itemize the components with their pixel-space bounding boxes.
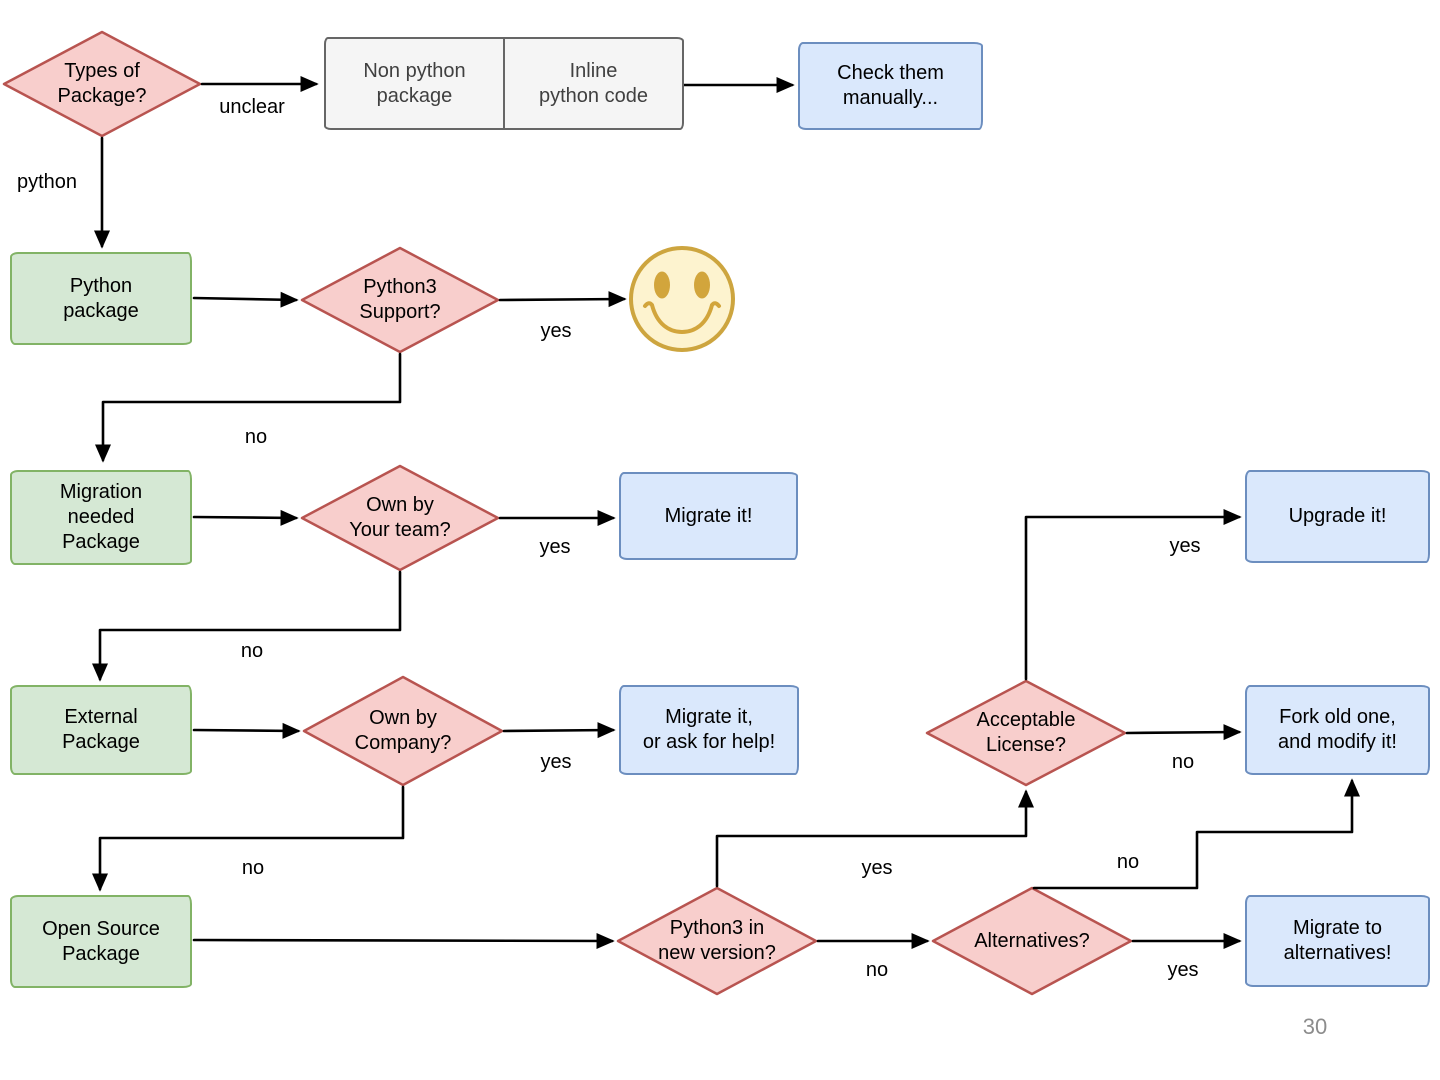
decision-python3-support <box>300 246 500 354</box>
edge-py3new-yes-arrow <box>715 789 1035 888</box>
smiley-face-icon <box>629 246 735 352</box>
edge-label-license-yes: yes <box>1169 535 1201 557</box>
node-external-package-label: External Package <box>62 706 140 753</box>
node-migrate-to-alternatives: Migrate to alternatives! <box>1245 895 1430 987</box>
edge-alternatives-no-arrow <box>1032 778 1361 890</box>
edge-label-support-yes: yes <box>540 320 572 342</box>
node-external-package: External Package <box>10 685 192 775</box>
edge-label-python: python <box>16 171 78 193</box>
decision-own-by-company <box>302 675 504 787</box>
decision-alternatives <box>931 886 1133 996</box>
node-check-them-manually-label: Check them manually... <box>837 62 944 109</box>
node-inline-python-code-label: Inline python code <box>539 59 648 107</box>
node-package-type-group: Non python package Inline python code <box>324 37 684 130</box>
node-open-source-package: Open Source Package <box>10 895 192 988</box>
node-fork-old-one: Fork old one, and modify it! <box>1245 685 1430 775</box>
node-migrate-or-ask-for-help-label: Migrate it, or ask for help! <box>642 706 776 753</box>
edge-license-no-arrow <box>1125 724 1242 741</box>
node-non-python-package-label: Non python package <box>363 59 466 107</box>
node-migrate-it: Migrate it! <box>619 472 798 560</box>
decision-python3-in-new-version <box>616 886 818 996</box>
decision-acceptable-license <box>925 679 1127 787</box>
node-python-package: Python package <box>10 252 192 345</box>
edge-migration-to-ownteam-arrow <box>192 509 299 526</box>
node-migration-needed-package-label: Migration needed Package <box>59 481 143 553</box>
node-upgrade-it: Upgrade it! <box>1245 470 1430 563</box>
node-check-them-manually: Check them manually... <box>798 42 983 130</box>
edge-support-no-arrow <box>94 352 402 463</box>
edge-owncompany-yes-arrow <box>502 722 616 739</box>
node-migrate-or-ask-for-help: Migrate it, or ask for help! <box>619 685 799 775</box>
edge-license-yes-arrow <box>1024 508 1242 681</box>
node-migration-needed-package: Migration needed Package <box>10 470 192 565</box>
edge-label-ownteam-yes: yes <box>539 536 571 558</box>
decision-own-by-your-team <box>300 464 500 572</box>
edge-pythonpkg-to-support-arrow <box>192 291 299 308</box>
node-upgrade-it-label: Upgrade it! <box>1288 505 1387 527</box>
edge-label-unclear: unclear <box>219 96 285 118</box>
node-non-python-package: Non python package <box>326 39 503 128</box>
edge-label-ownteam-no: no <box>240 640 264 662</box>
edge-label-owncompany-yes: yes <box>540 751 572 773</box>
edge-opensource-to-py3new-arrow <box>192 932 615 949</box>
node-open-source-package-label: Open Source Package <box>42 917 160 965</box>
edge-label-alternatives-yes: yes <box>1167 959 1199 981</box>
edge-label-license-no: no <box>1171 751 1195 773</box>
edge-support-yes-arrow <box>498 291 627 308</box>
page-number: 30 <box>1302 1014 1328 1039</box>
edge-ownteam-no-arrow <box>91 570 402 682</box>
edge-external-to-owncompany-arrow <box>192 722 301 739</box>
edge-owncompany-no-arrow <box>91 785 405 892</box>
edge-label-support-no: no <box>244 426 268 448</box>
node-fork-old-one-label: Fork old one, and modify it! <box>1278 706 1397 753</box>
edge-label-py3new-no: no <box>865 959 889 981</box>
decision-types-of-package <box>2 30 202 138</box>
node-python-package-label: Python package <box>63 274 139 322</box>
edge-label-owncompany-no: no <box>241 857 265 879</box>
node-inline-python-code: Inline python code <box>503 39 682 128</box>
node-migrate-it-label: Migrate it! <box>664 504 753 527</box>
edge-label-py3new-yes: yes <box>861 857 893 879</box>
edge-label-alternatives-no: no <box>1116 851 1140 873</box>
node-migrate-to-alternatives-label: Migrate to alternatives! <box>1283 917 1392 964</box>
